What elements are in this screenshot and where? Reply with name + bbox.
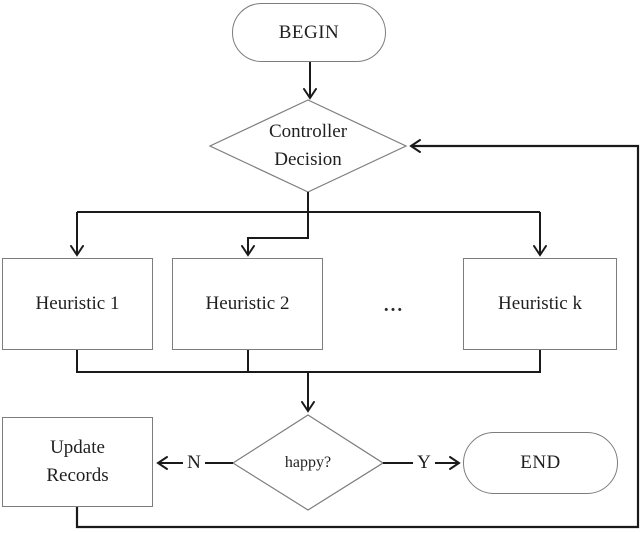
node-heuristic-1-label: Heuristic 1: [35, 293, 120, 314]
node-end: END: [463, 432, 618, 494]
node-heuristic-k-label: Heuristic k: [498, 293, 582, 314]
node-update-records-label: Update Records: [46, 436, 109, 487]
edge-label-no: N: [178, 449, 210, 477]
node-begin: BEGIN: [232, 3, 386, 62]
node-begin-label: BEGIN: [278, 21, 340, 43]
edge-label-yes: Y: [408, 449, 440, 477]
node-controller-decision-label: Controller Decision: [268, 120, 348, 171]
node-heuristic-1: Heuristic 1: [2, 258, 153, 350]
node-update-records: Update Records: [2, 417, 153, 507]
node-heuristic-2: Heuristic 2: [172, 258, 323, 350]
edge-controller-to-heuristic-2: [241, 192, 309, 257]
node-end-label: END: [520, 452, 561, 473]
node-happy-label: happy?: [284, 453, 332, 471]
node-heuristic-2-label: Heuristic 2: [205, 293, 290, 314]
node-heuristic-k: Heuristic k: [463, 258, 617, 350]
node-heuristic-ellipsis: ...: [383, 295, 405, 316]
